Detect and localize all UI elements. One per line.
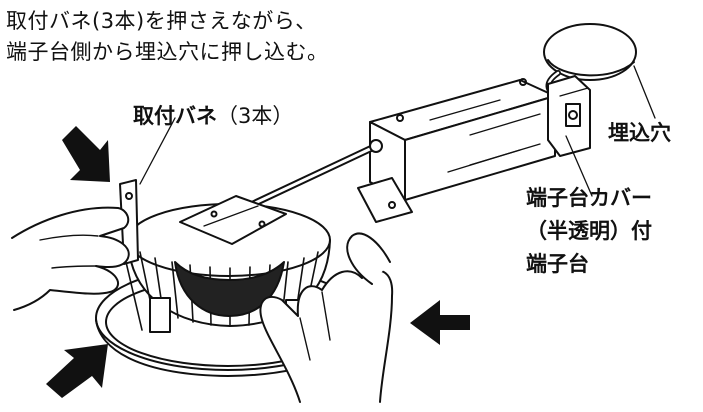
- power-supply-unit: [357, 78, 556, 223]
- hole-leader-line: [633, 65, 656, 119]
- terminal-leader-line: [565, 135, 593, 197]
- mounting-spring-label-count: （3本）: [217, 104, 294, 128]
- mounting-spring-label: 取付バネ（3本）: [133, 100, 293, 130]
- left-hand: [11, 206, 130, 311]
- terminal-block: [547, 75, 591, 157]
- arrow-top-left-icon: [62, 126, 110, 182]
- mounting-spring-label-main: 取付バネ: [133, 104, 217, 128]
- instruction-line-2: 端子台側から埋込穴に押し込む。: [6, 40, 329, 64]
- press-arrows: [46, 126, 470, 398]
- embed-hole: [543, 23, 637, 81]
- arrow-bottom-left-icon: [46, 344, 108, 398]
- embed-hole-label: 埋込穴: [608, 121, 671, 145]
- terminal-label-line-2: （半透明）付: [526, 219, 652, 243]
- terminal-label-line-3: 端子台: [526, 252, 589, 276]
- spring-leader-line: [139, 117, 176, 185]
- instruction-text: 取付バネ(3本)を押さえながら、 端子台側から埋込穴に押し込む。: [6, 6, 329, 68]
- instruction-line-1: 取付バネ(3本)を押さえながら、: [6, 9, 317, 33]
- arrow-right-icon: [410, 300, 470, 345]
- right-hand: [259, 232, 394, 403]
